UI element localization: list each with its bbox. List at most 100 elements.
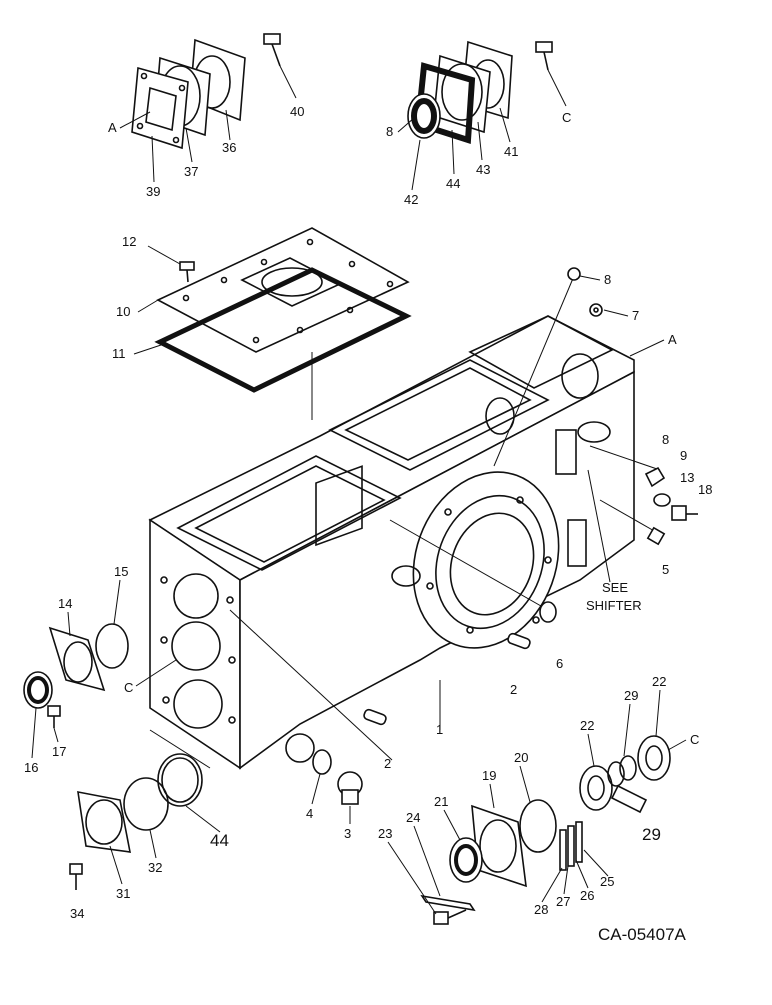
plug-7: [589, 303, 603, 317]
label-18: 18: [698, 482, 712, 497]
leader-6: [389, 519, 549, 611]
label-44: 44: [210, 831, 229, 850]
label-36: 39: [146, 184, 160, 199]
bearing-22-left: [579, 765, 613, 811]
label-35: 37: [184, 164, 198, 179]
label-14: 14: [58, 596, 72, 611]
cover-assembly-top-left: [131, 38, 246, 150]
label-42: 44: [446, 176, 460, 191]
washer-13: [653, 493, 671, 507]
label-4: 4: [306, 806, 313, 821]
label-11: 11: [112, 346, 126, 361]
label-5: 5: [662, 562, 669, 577]
label-8-right: 8: [662, 432, 669, 447]
label-2-lower: 2: [384, 756, 391, 771]
oring-31: [123, 777, 169, 831]
label-23: 23: [378, 826, 392, 841]
leader-see-shifter: [587, 469, 611, 583]
bolt-23: [433, 909, 467, 925]
drawing-code: CA-05407A: [598, 925, 687, 944]
housing-19: [471, 804, 527, 888]
leader-9: [589, 445, 661, 471]
transmission-case: [148, 315, 635, 770]
plug-6: [539, 601, 557, 623]
rings-29: [607, 755, 637, 787]
seal-21: [449, 837, 483, 883]
label-15: 15: [114, 564, 128, 579]
see-shifter-line2: SHIFTER: [586, 598, 642, 613]
label-28: 28: [534, 902, 548, 917]
label-43: C: [562, 110, 571, 125]
plug-3: [337, 771, 363, 805]
oring-44: [157, 753, 203, 807]
gasket-24: [420, 894, 476, 912]
seal-16: [23, 671, 53, 709]
label-21: 21: [434, 794, 448, 809]
label-39: 41: [504, 144, 518, 159]
label-19: 19: [482, 768, 496, 783]
bolt-43: [535, 41, 567, 107]
dowel-2-lower: [363, 708, 387, 726]
label-34: 36: [222, 140, 236, 155]
label-10: 10: [116, 304, 130, 319]
label-26: 26: [580, 888, 594, 903]
label-A-right: A: [668, 332, 677, 347]
leader-5: [599, 499, 657, 533]
gasket-11: [154, 267, 412, 393]
leader-cover-lower: [149, 729, 211, 769]
label-9: 9: [680, 448, 687, 463]
sleeve-20: [519, 799, 557, 853]
label-13: 13: [680, 470, 694, 485]
label-24: 24: [406, 810, 420, 825]
see-shifter-line1: SEE: [602, 580, 628, 595]
label-41: 43: [476, 162, 490, 177]
plates-25-28: [559, 821, 583, 871]
label-30: 31: [116, 886, 130, 901]
label-29-top: 29: [624, 688, 638, 703]
plug-9: [644, 466, 666, 488]
label-3: 3: [344, 826, 351, 841]
label-25: 25: [600, 874, 614, 889]
label-17: 17: [52, 744, 66, 759]
label-16: 16: [24, 760, 38, 775]
label-37: 40: [290, 104, 304, 119]
label-31: 32: [148, 860, 162, 875]
leader-c-right: [667, 739, 687, 751]
bolt-17: [47, 705, 61, 728]
label-32: 34: [70, 906, 84, 921]
label-2-right: 2: [510, 682, 517, 697]
front-cover-14: [48, 626, 106, 692]
label-20: 20: [514, 750, 528, 765]
bolt-18: [671, 505, 698, 521]
label-A-top: A: [108, 120, 117, 135]
label-22-right: 22: [652, 674, 666, 689]
label-1: 1: [436, 722, 443, 737]
cover-assembly-top-middle: [407, 40, 513, 145]
leader-2-lower: [229, 609, 393, 761]
bolt-32: [69, 863, 83, 890]
leader-8-shaft: [493, 275, 575, 467]
washer-4: [312, 749, 332, 775]
label-8-upper: 8: [604, 272, 611, 287]
label-C-left: C: [124, 680, 133, 695]
bearing-22-right: [637, 735, 671, 781]
plug-8-top: [567, 267, 581, 281]
bolt-12: [147, 245, 195, 283]
label-22-left: 22: [580, 718, 594, 733]
callout-leaders: [31, 107, 665, 915]
bolt-37: [263, 33, 297, 99]
label-6: 6: [556, 656, 563, 671]
label-8-top: 8: [386, 124, 393, 139]
cover-30: [77, 791, 131, 853]
label-C-right: C: [690, 732, 699, 747]
label-29-big: 29: [642, 825, 661, 844]
label-7: 7: [632, 308, 639, 323]
dowel-2-right: [507, 632, 531, 650]
label-12: 12: [122, 234, 136, 249]
oring-15: [95, 623, 129, 669]
label-27: 27: [556, 894, 570, 909]
label-40: 42: [404, 192, 418, 207]
plug-5: [646, 526, 666, 546]
